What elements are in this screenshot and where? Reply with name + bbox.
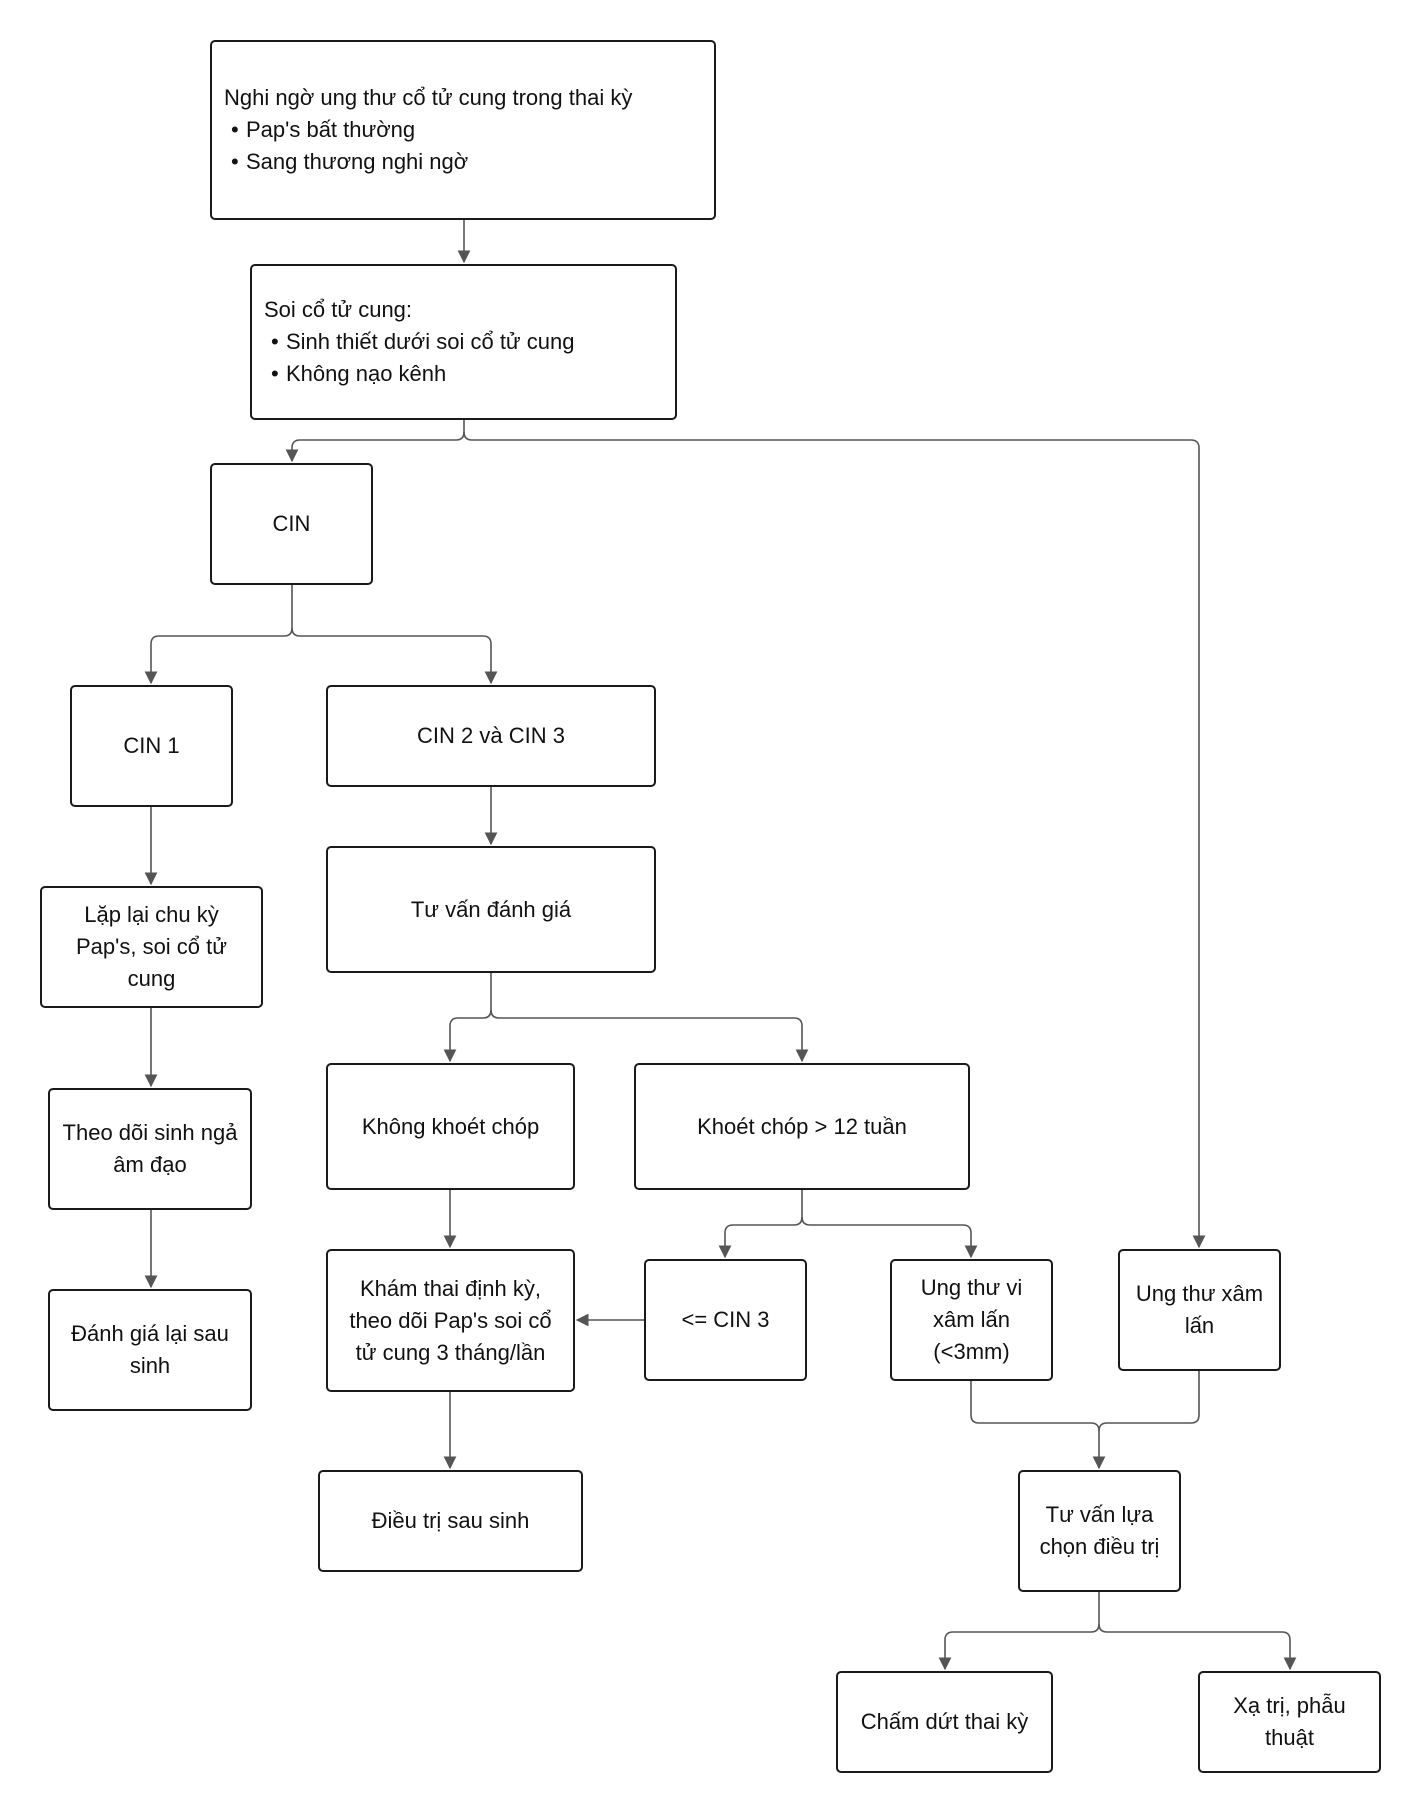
node-suspected-cervical-cancer: Nghi ngờ ung thư cổ tử cung trong thai k… [210,40,716,220]
node-radiation-surgery: Xạ trị, phẫu thuật [1198,1671,1381,1773]
edge-tuvan2-to-cham [938,1592,1100,1671]
node-soi-bullet: Sinh thiết dưới soi cổ tử cung [271,326,575,358]
node-xam-label: Ung thư xâm lấn [1135,1281,1264,1338]
node-counseling-evaluation: Tư vấn đánh giá [326,846,656,973]
node-cin1-label: CIN 1 [123,733,180,758]
node-repeat-pap-colposcopy: Lặp lại chu kỳ Pap's, soi cổ tử cung [40,886,263,1008]
node-soi-title: Soi cổ tử cung: [264,297,413,322]
node-le-label: <= CIN 3 [681,1307,770,1332]
node-le-cin3: <= CIN 3 [644,1259,807,1381]
node-start-title: Nghi ngờ ung thư cổ tử cung trong thai k… [224,85,633,110]
node-soi-bullet: Không nạo kênh [271,358,574,390]
node-cin: CIN [210,463,373,585]
edge-soi-to-cin [285,420,465,463]
node-dieutri-label: Điều trị sau sinh [371,1508,530,1533]
node-start-bullet: Pap's bất thường [231,114,632,146]
edge-vi-to-tuvan2 [970,1381,1106,1470]
node-tuvan-label: Tư vấn đánh giá [410,896,572,922]
node-xa-label: Xạ trị, phẫu thuật [1233,1693,1346,1750]
node-lap-label: Lặp lại chu kỳ Pap's, soi cổ tử cung [76,902,227,991]
node-start-bullet: Sang thương nghi ngờ [231,146,632,178]
node-vaginal-delivery-followup: Theo dõi sinh ngả âm đạo [48,1088,252,1210]
node-postpartum-treatment: Điều trị sau sinh [318,1470,583,1572]
edge-tuvan-to-khong [443,973,492,1063]
node-danhgia-label: Đánh giá lại sau sinh [71,1321,229,1378]
node-conization-after-12-weeks: Khoét chóp > 12 tuần [634,1063,970,1190]
node-cin1: CIN 1 [70,685,233,807]
node-khoet-label: Khoét chóp > 12 tuần [697,1113,907,1139]
node-cin23-label: CIN 2 và CIN 3 [417,723,565,748]
node-treatment-counseling: Tư vấn lựa chọn điều trị [1018,1470,1181,1592]
node-routine-prenatal-care: Khám thai định kỳ, theo dõi Pap's soi cổ… [326,1249,575,1392]
edge-cin-to-cin1 [144,585,293,685]
node-no-conization: Không khoét chóp [326,1063,575,1190]
node-cin2-cin3: CIN 2 và CIN 3 [326,685,656,787]
node-khong-label: Không khoét chóp [361,1113,540,1139]
edge-xam-to-tuvan2 [1098,1371,1200,1432]
node-postpartum-reevaluation: Đánh giá lại sau sinh [48,1289,252,1411]
node-start-bullets: Pap's bất thường Sang thương nghi ngờ [224,114,632,178]
node-cin-label: CIN [272,511,311,536]
node-terminate-pregnancy: Chấm dứt thai kỳ [836,1671,1053,1773]
node-soi-bullets: Sinh thiết dưới soi cổ tử cung Không nạo… [264,326,575,390]
node-microinvasive-cancer: Ung thư vi xâm lấn (<3mm) [890,1259,1053,1381]
edge-cin-to-cin23 [291,627,498,685]
node-cham-label: Chấm dứt thai kỳ [860,1709,1029,1734]
edge-khoet-to-le [718,1190,803,1259]
node-theodoi-label: Theo dõi sinh ngả âm đạo [62,1120,238,1177]
node-kham-label: Khám thai định kỳ, theo dõi Pap's soi cổ… [349,1275,552,1365]
node-tuvan2-label: Tư vấn lựa chọn điều trị [1039,1502,1160,1559]
edge-tuvan2-to-xa [1098,1623,1297,1671]
node-vi-label: Ung thư vi xâm lấn (<3mm) [920,1275,1023,1364]
node-colposcopy: Soi cổ tử cung: Sinh thiết dưới soi cổ t… [250,264,677,420]
node-invasive-cancer: Ung thư xâm lấn [1118,1249,1281,1371]
edge-tuvan-to-khoet [490,1009,809,1063]
edge-khoet-to-vi [801,1216,978,1259]
